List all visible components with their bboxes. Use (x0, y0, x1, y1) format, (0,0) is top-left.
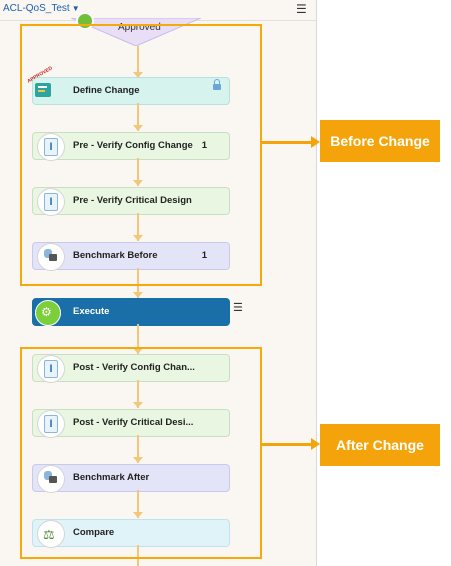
benchmark-icon (37, 465, 65, 493)
info-icon: I (37, 133, 65, 161)
connector-line (137, 268, 139, 298)
node-label: Benchmark Before (73, 250, 158, 261)
connector-line (137, 213, 139, 241)
chevron-down-icon[interactable]: ▼ (71, 4, 80, 13)
hamburger-icon[interactable]: ☰ (296, 2, 307, 16)
connector-arrow (133, 457, 143, 463)
node-count: 1 (201, 140, 207, 151)
hamburger-icon[interactable]: ☰ (233, 302, 243, 314)
before-change-highlight (20, 24, 262, 286)
connector-arrow (133, 512, 143, 518)
node-label: Execute (73, 306, 110, 317)
define-change-icon (32, 78, 56, 102)
workflow-title[interactable]: ACL-QoS_Test▼ (3, 3, 80, 14)
node-benchmark-after[interactable]: Benchmark After (32, 464, 230, 493)
connector-line (137, 490, 139, 518)
connector-line (137, 46, 139, 78)
connector-line (137, 103, 139, 131)
info-icon: I (37, 410, 65, 438)
after-change-highlight (20, 347, 262, 559)
after-change-callout: After Change (320, 424, 440, 466)
node-label: Pre - Verify Critical Design (73, 195, 192, 206)
node-compare[interactable]: ⚖ Compare (32, 519, 230, 548)
node-pre-verify-config-change[interactable]: I Pre - Verify Config Change 1 (32, 132, 230, 161)
node-label: Compare (73, 527, 115, 538)
before-change-callout: Before Change (320, 120, 440, 162)
node-label: Benchmark After (73, 472, 150, 483)
connector-line (137, 380, 139, 408)
gears-icon: ⚙ (35, 300, 61, 326)
connector-line (137, 324, 139, 354)
node-execute[interactable]: ⚙ Execute (32, 298, 230, 326)
node-benchmark-before[interactable]: Benchmark Before 1 (32, 242, 230, 271)
lock-icon (213, 79, 221, 90)
node-post-verify-critical-design[interactable]: I Post - Verify Critical Desi... (32, 409, 230, 438)
info-icon: I (37, 355, 65, 383)
connector-arrow (133, 402, 143, 408)
node-post-verify-config-change[interactable]: I Post - Verify Config Chan... (32, 354, 230, 383)
node-count: 1 (201, 250, 207, 261)
connector-arrow (133, 348, 143, 354)
node-define-change[interactable]: APPROVED Define Change (26, 65, 230, 105)
workflow-panel: ACL-QoS_Test▼ ☰ Approved APPROVED Define… (0, 0, 317, 566)
connector-arrow (133, 235, 143, 241)
approved-label: Approved (118, 22, 161, 33)
connector-arrow (133, 180, 143, 186)
node-label: Post - Verify Config Chan... (73, 362, 195, 373)
node-label: Pre - Verify Config Change (73, 140, 193, 151)
connector-arrow (133, 292, 143, 298)
node-label: Post - Verify Critical Desi... (73, 417, 194, 428)
connector-line (137, 545, 139, 566)
connector-line (137, 435, 139, 463)
before-change-arrow (262, 136, 320, 148)
node-label: Define Change (73, 85, 140, 96)
node-pre-verify-critical-design[interactable]: I Pre - Verify Critical Design (32, 187, 230, 216)
after-change-arrow (262, 438, 320, 450)
scale-icon: ⚖ (37, 520, 65, 548)
benchmark-icon (37, 243, 65, 271)
info-icon: I (37, 188, 65, 216)
connector-arrow (133, 72, 143, 78)
connector-line (137, 158, 139, 186)
connector-arrow (133, 125, 143, 131)
